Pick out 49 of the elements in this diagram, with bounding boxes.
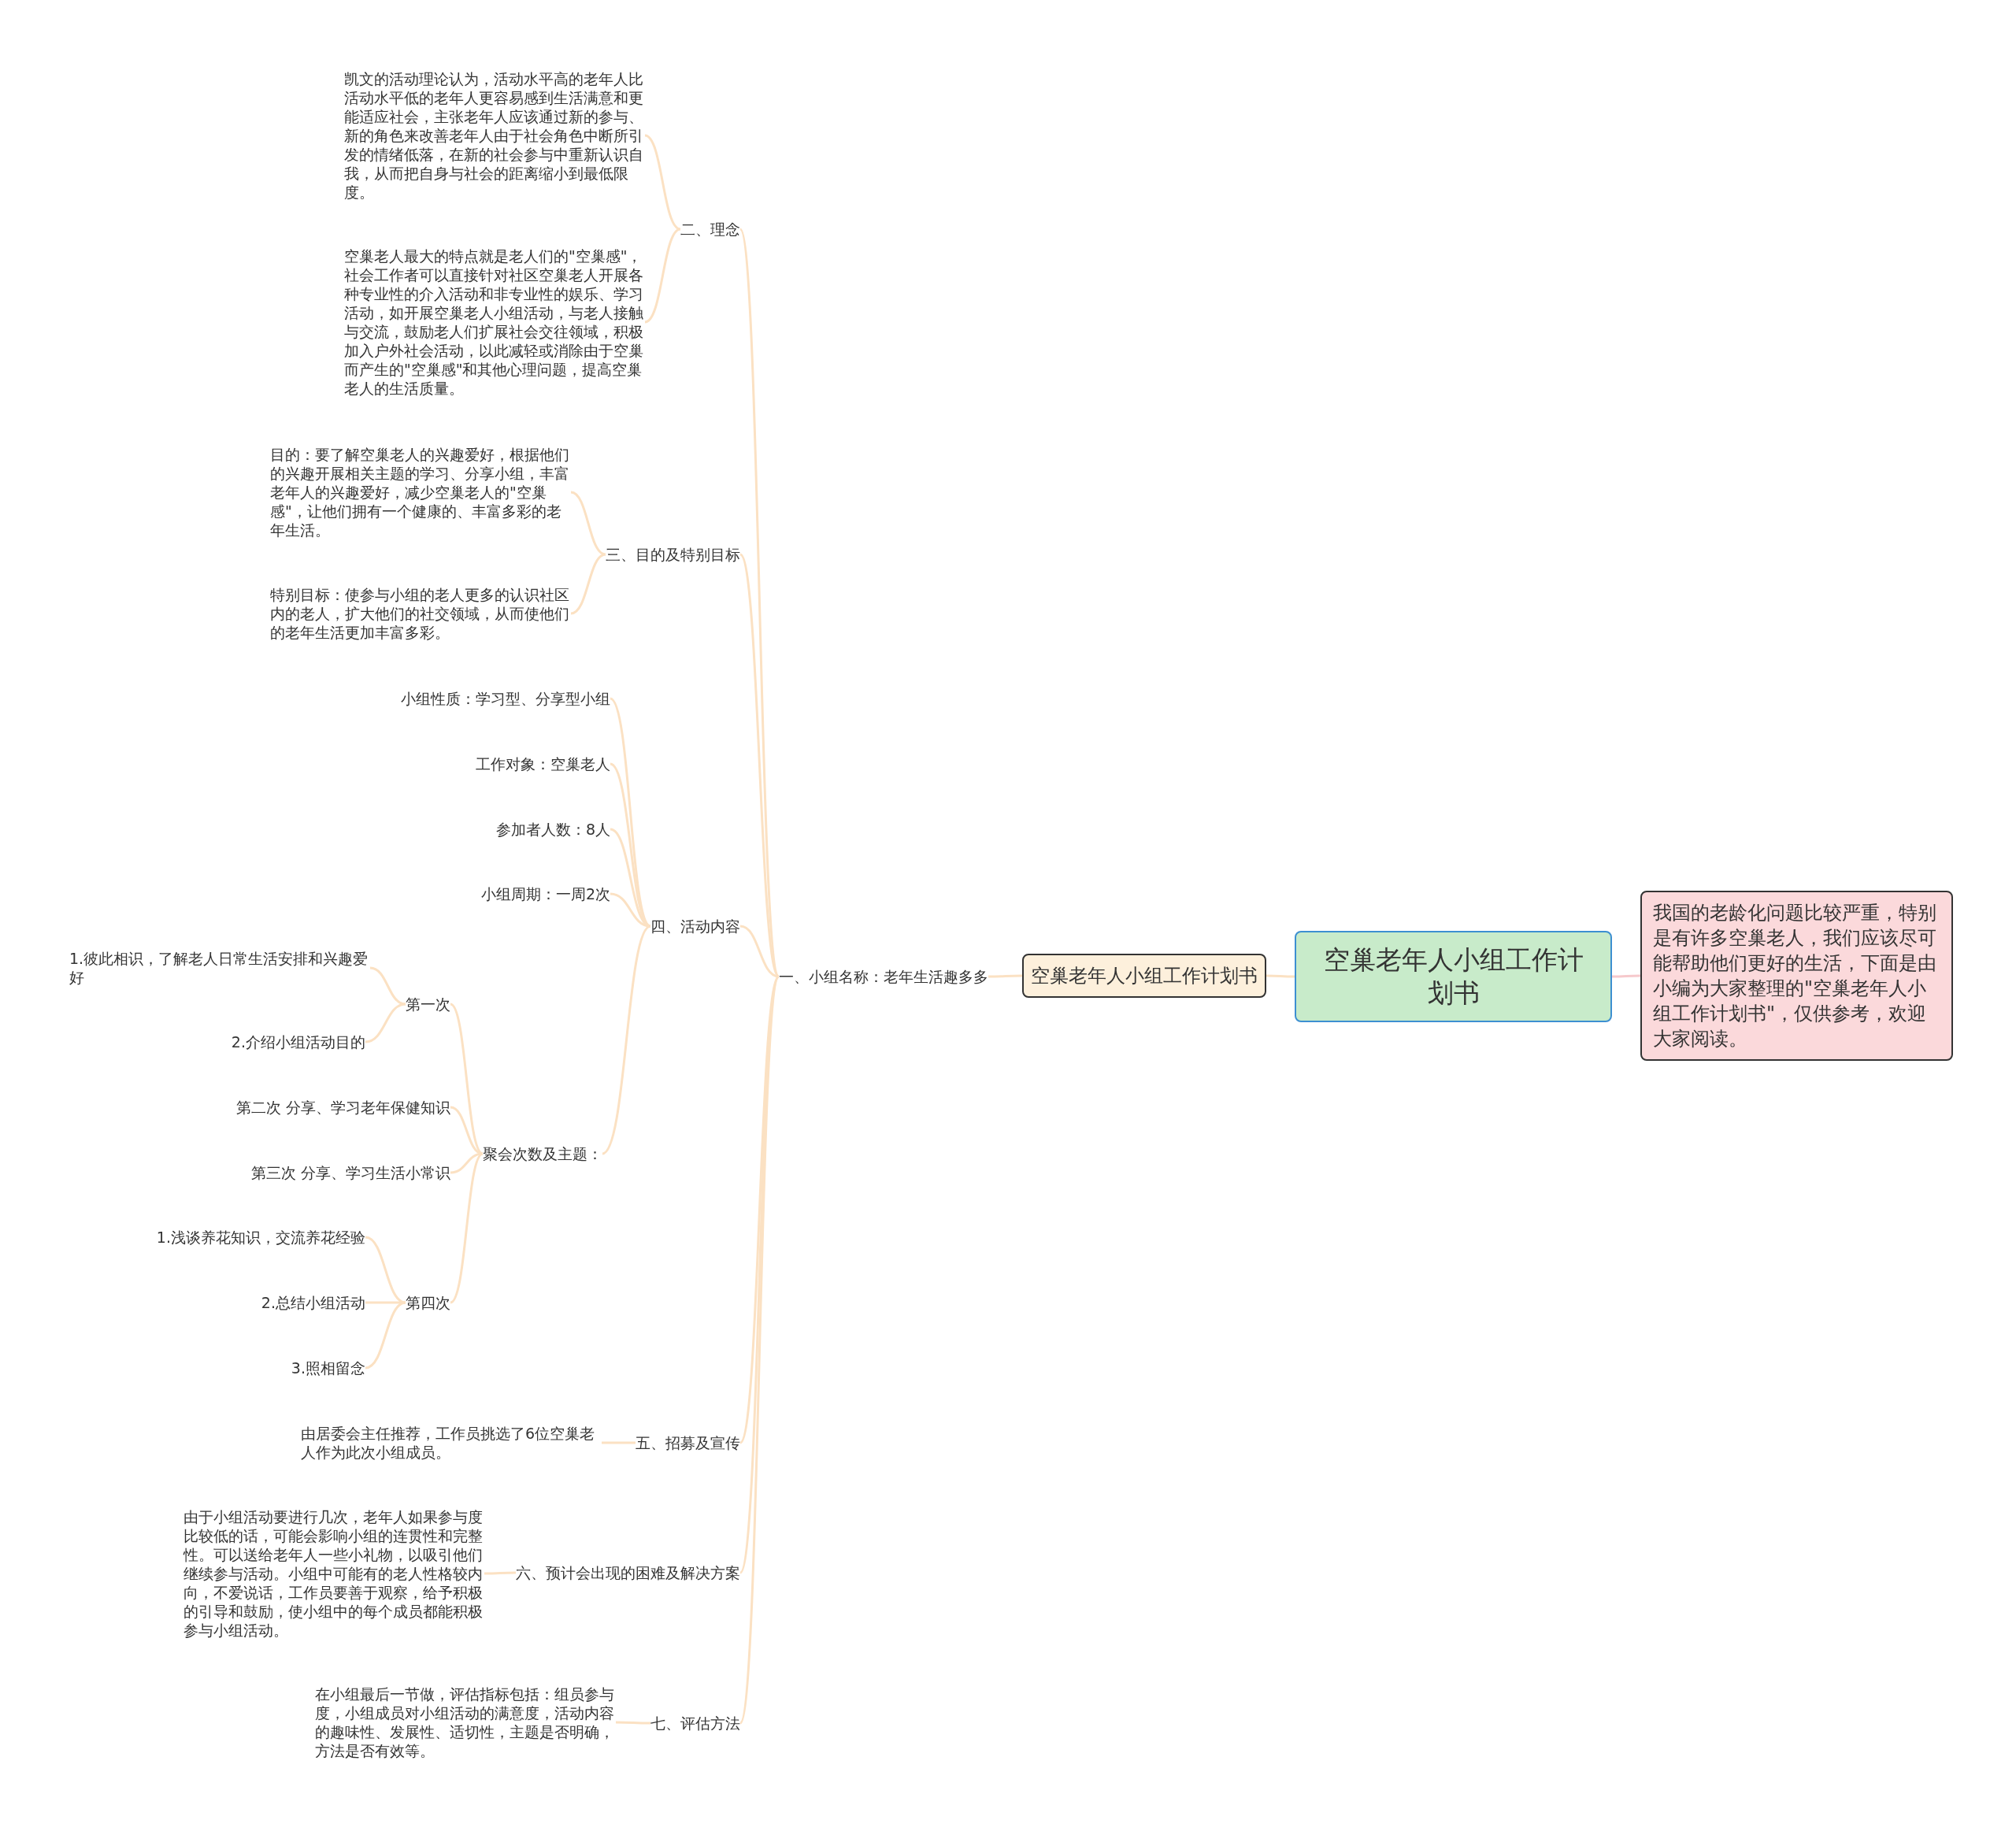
connector-line — [610, 892, 651, 928]
connector-line — [1612, 974, 1640, 978]
branch-label: 小组周期：一周2次 — [480, 884, 610, 903]
branch-text: 凯文的活动理论认为，活动水平高的老年人比活动水平低的老年人更容易感到生活满意和更能适应社会，主张老年人应该通过新的参与、新的角色来改善老年人由于社会角色中断所引发的情绪低落，在新的社会参与中重新认识自我，从而把自身与社会的距离缩小到最低限度。 — [344, 69, 645, 202]
topic-box: 空巢老年人小组工作计划书 — [1022, 954, 1266, 998]
connector-line — [365, 1236, 406, 1304]
branch-text: 由居委会主任推荐，工作员挑选了6位空巢老人作为此次小组成员。 — [301, 1424, 602, 1462]
branch-label: 参加者人数：8人 — [495, 820, 610, 839]
connector-line — [602, 1441, 636, 1444]
connector-line — [988, 974, 1022, 978]
branch-label: 三、目的及特别目标 — [606, 545, 740, 564]
branch-label: 第一次 — [406, 995, 450, 1014]
connector-line — [616, 1721, 650, 1725]
branch-label: 聚会次数及主题： — [483, 1144, 602, 1163]
connector-line — [644, 228, 681, 324]
branch-label: 二、理念 — [680, 220, 740, 239]
branch-text: 由于小组活动要进行几次，老年人如果参与度比较低的话，可能会影响小组的连贯性和完整性。可以送给老年人一些小礼物，以吸引他们继续参与活动。小组中可能有的老人性格较内向，不爱说话，工作员要善于观察，给予积极的引导和鼓励，使小组中的每个成员都能积极参与小组活动。 — [183, 1507, 484, 1640]
branch-label: 第四次 — [406, 1293, 450, 1312]
connector-line — [365, 1301, 406, 1370]
branch-text: 在小组最后一节做，评估指标包括：组员参与度，小组成员对小组活动的满意度，活动内容的趣味性、发展性、适切性，主题是否明确，方法是否有效等。 — [315, 1685, 616, 1760]
branch-label: 1.浅谈养花知识，交流养花经验 — [156, 1228, 365, 1247]
note-box: 我国的老龄化问题比较严重，特别是有许多空巢老人，我们应该尽可能帮助他们更好的生活，下面是由小编为大家整理的"空巢老年人小组工作计划书"，仅供参考，欢迎大家阅读。 — [1640, 891, 1953, 1061]
central-topic-box: 空巢老年人小组工作计划书 — [1295, 931, 1612, 1022]
connector-line — [1266, 974, 1295, 978]
branch-label: 工作对象：空巢老人 — [476, 754, 610, 773]
connector-line — [602, 925, 651, 1155]
branch-label: 小组性质：学习型、分享型小组 — [401, 689, 610, 708]
branch-label: 第三次 分享、学习生活小常识 — [250, 1163, 450, 1182]
connector-line — [739, 554, 780, 977]
branch-label: 3.照相留念 — [291, 1358, 365, 1377]
branch-label: 2.介绍小组活动目的 — [231, 1032, 365, 1051]
connector-line — [570, 553, 606, 615]
branch-label: 七、评估方法 — [650, 1714, 740, 1733]
branch-text: 目的：要了解空巢老人的兴趣爱好，根据他们的兴趣开展相关主题的学习、分享小组，丰富老年人的兴趣爱好，减少空巢老人的"空巢感"，让他们拥有一个健康的、丰富多彩的老年生活。 — [270, 445, 571, 539]
branch-text: 空巢老人最大的特点就是老人们的"空巢感"，社会工作者可以直接针对社区空巢老人开展各种专业性的介入活动和非专业性的娱乐、学习活动，如开展空巢老人小组活动，与老人接触与交流，鼓励老人们扩展社会交往领域，积极加入户外社会活动，以此减轻或消除由于空巢而产生的"空巢感"和其他心理问题，提高空巢老人的生活质量。 — [344, 246, 645, 398]
branch-label: 五、招募及宣传 — [636, 1433, 740, 1452]
connector-line — [450, 1152, 484, 1304]
branch-text: 特别目标：使参与小组的老人更多的认识社区内的老人，扩大他们的社交领域，从而使他们的老年生活更加丰富多彩。 — [270, 585, 571, 642]
connector-line — [484, 1571, 516, 1575]
branch-label: 一、小组名称：老年生活趣多多 — [779, 967, 988, 986]
branch-label: 第二次 分享、学习老年保健知识 — [235, 1098, 450, 1117]
branch-label: 四、活动内容 — [650, 917, 740, 936]
branch-label: 2.总结小组活动 — [261, 1293, 365, 1312]
connector-line — [365, 1003, 406, 1043]
connector-line — [644, 134, 681, 231]
branch-text: 1.彼此相识，了解老人日常生活安排和兴趣爱好 — [69, 949, 370, 987]
connector-line — [369, 966, 406, 1006]
connector-line — [570, 491, 606, 556]
branch-label: 六、预计会出现的困难及解决方案 — [516, 1563, 740, 1582]
